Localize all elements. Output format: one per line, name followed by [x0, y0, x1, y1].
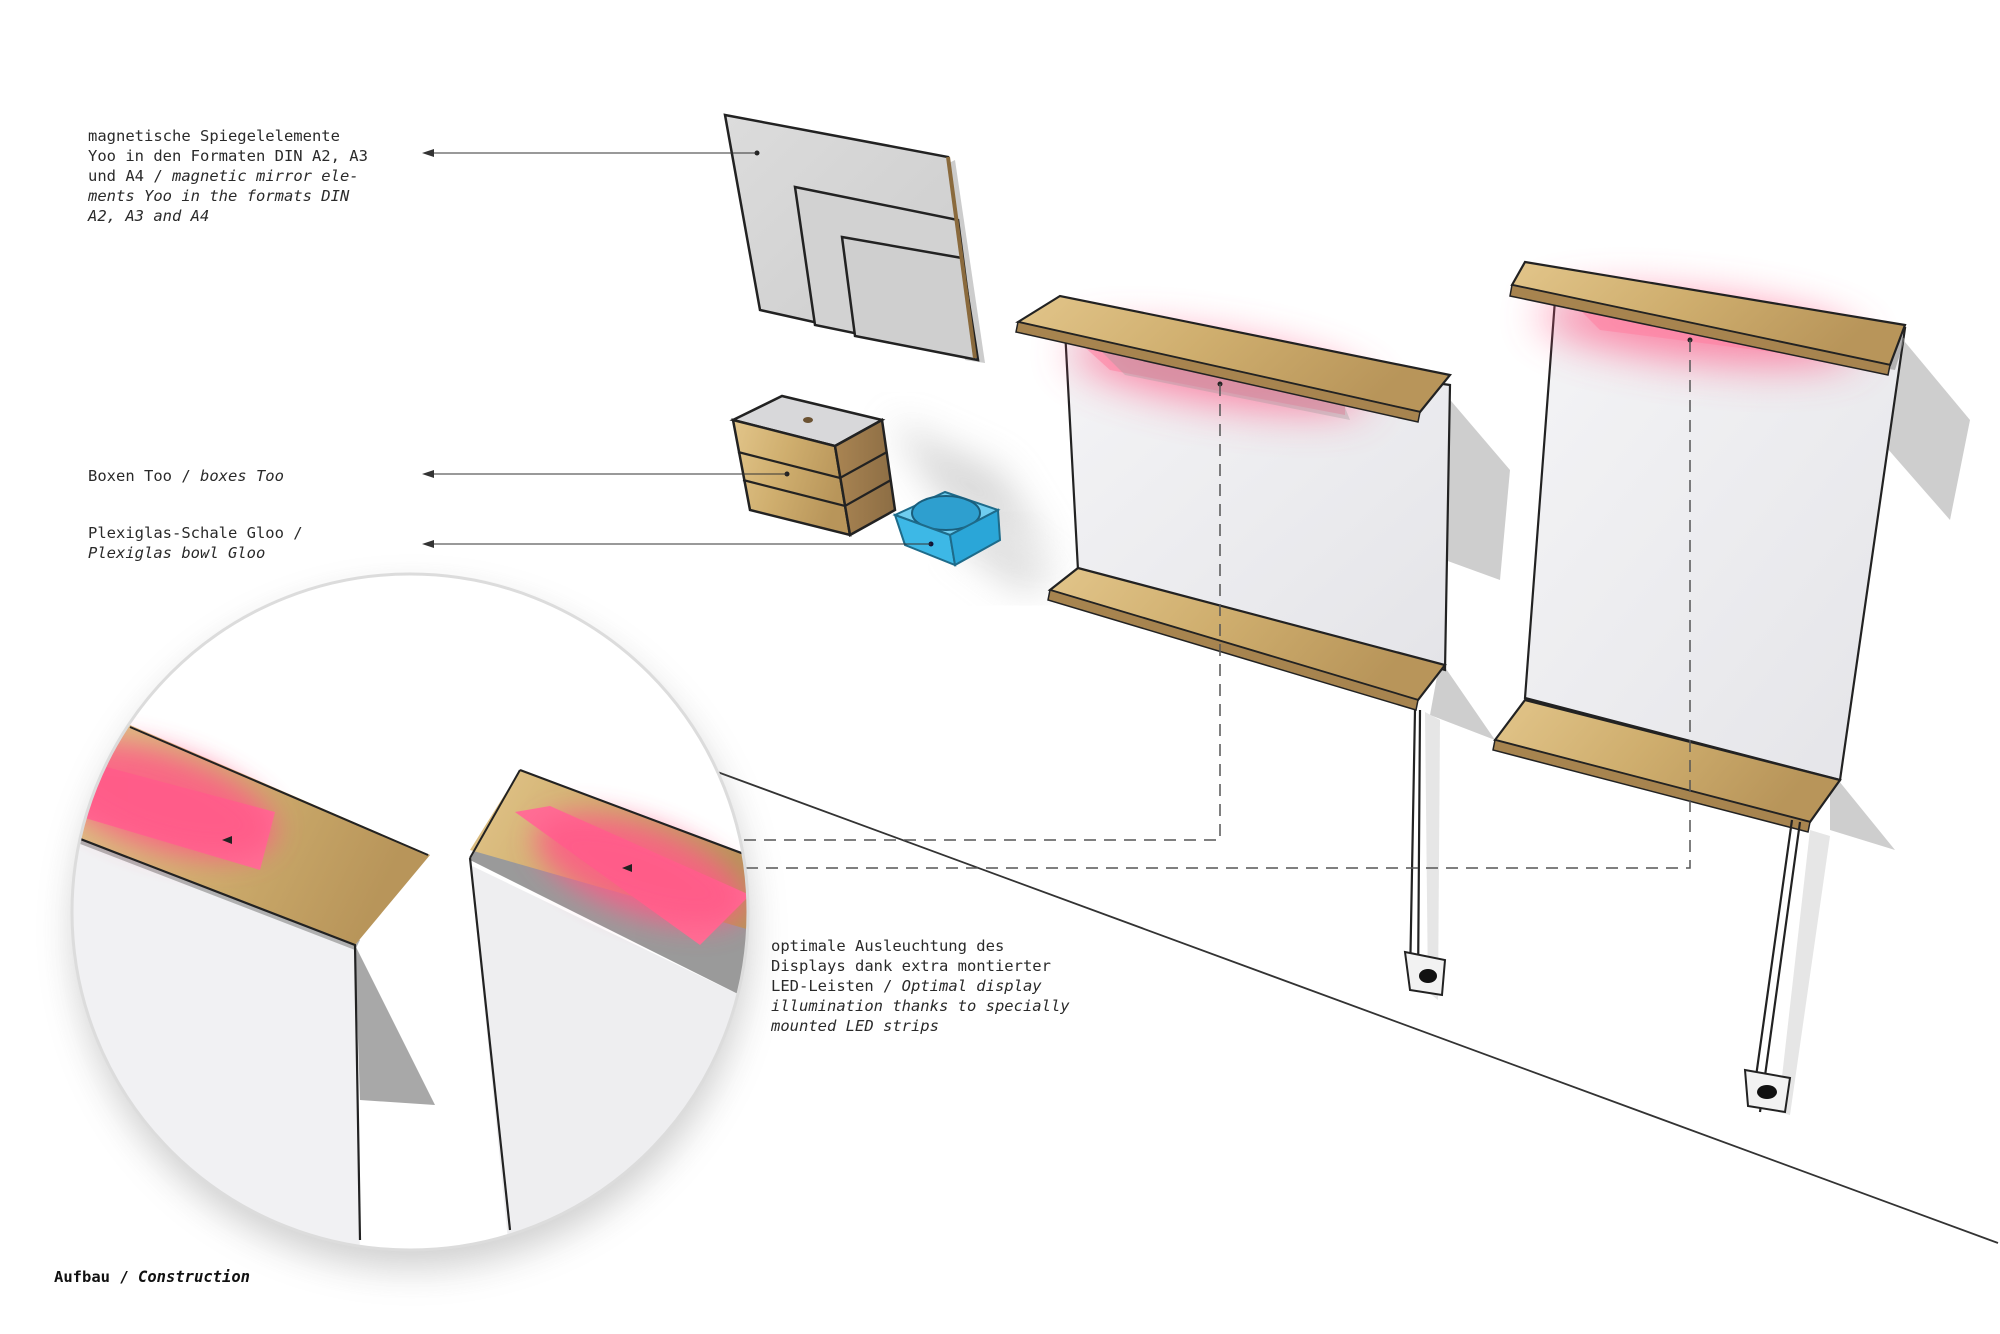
label-led-de: optimale Ausleuchtung des Displays dank … [771, 937, 1051, 995]
display-2-socket [1743, 1068, 1792, 1114]
mirror-elements [723, 113, 985, 363]
label-bowl-de: Plexiglas-Schale Gloo / [88, 524, 303, 542]
label-bowl: Plexiglas-Schale Gloo / Plexiglas bowl G… [88, 523, 428, 563]
display-1-socket [1403, 950, 1447, 997]
label-mirror-elements: magnetische Spiegelelemente Yoo in den F… [88, 126, 428, 226]
mirror-a4 [840, 235, 980, 362]
label-boxes-de: Boxen Too / [88, 467, 200, 485]
title-en: Construction [138, 1268, 250, 1286]
display-2-panel [1523, 298, 1907, 782]
boxes-too [729, 394, 1055, 560]
floor-line [711, 769, 1999, 1244]
dashed-leaders [230, 340, 1691, 869]
title-de: Aufbau / [54, 1268, 138, 1286]
label-mirror-en: magnetic mirror ele- ments Yoo in the fo… [88, 167, 359, 225]
label-led-en: Optimal display illumination thanks to s… [771, 977, 1070, 1035]
bowl-side [948, 508, 1002, 567]
zoom-right-led-glow [535, 814, 745, 926]
display-unit-1 [1015, 294, 1510, 1000]
page-title: Aufbau / Construction [54, 1268, 250, 1286]
detail-zoom-circle [70, 572, 750, 1268]
display-unit-2 [1492, 260, 1970, 1115]
plexiglas-bowl-gloo [892, 490, 1060, 592]
label-boxes-en: boxes Too [199, 467, 284, 485]
label-led-strips: optimale Ausleuchtung des Displays dank … [771, 936, 1131, 1036]
label-boxes: Boxen Too / boxes Too [88, 466, 428, 486]
leader-lines [422, 149, 931, 548]
label-mirror-de: magnetische Spiegelelemente Yoo in den F… [88, 127, 368, 185]
label-bowl-en: Plexiglas bowl Gloo [88, 544, 266, 562]
